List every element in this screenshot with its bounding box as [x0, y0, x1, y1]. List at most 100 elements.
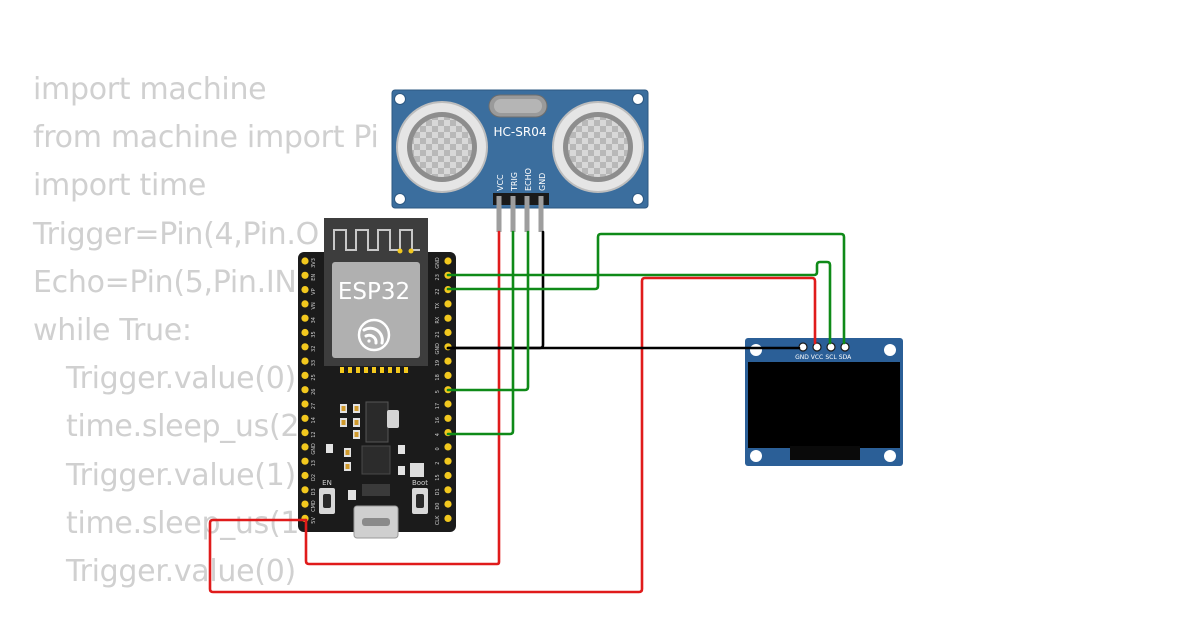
esp32-right-pin-label: 2 [435, 462, 441, 465]
esp32-left-pin [301, 457, 309, 465]
hc-sr04-sensor[interactable]: HC-SR04 VCC TRIG ECHO GND [391, 89, 649, 232]
esp32-right-pin [444, 443, 452, 451]
espressif-logo-icon [357, 318, 391, 352]
esp32-left-pin-label: 12 [311, 431, 317, 437]
wire-sda[interactable] [446, 260, 832, 345]
esp32-left-pin-label: VN [311, 302, 317, 309]
code-line: Echo=Pin(5,Pin.IN [33, 264, 297, 300]
hc-sr04-pin-echo: ECHO [524, 168, 533, 191]
en-button[interactable] [319, 488, 335, 514]
esp32-right-pin [444, 371, 452, 379]
esp32-right-pin [444, 514, 452, 523]
esp32-left-pin-label: 26 [311, 389, 317, 395]
hc-sr04-pin-trig: TRIG [510, 172, 519, 192]
esp32-label: ESP32 [338, 279, 410, 305]
esp32-left-pin [301, 414, 309, 422]
esp32-left-header: 3V3ENVPVN343532332526271412GND13D2D3CMD5… [301, 257, 317, 524]
esp32-left-pin-label: EN [311, 274, 317, 281]
esp32-left-pin [301, 443, 309, 451]
esp32-right-pin-label: CLK [435, 515, 441, 525]
wire-vcc-oled[interactable] [208, 276, 817, 594]
esp32-left-pin [301, 371, 309, 379]
esp32-left-pin-label: 25 [311, 374, 317, 380]
wire-vcc-sensor[interactable] [304, 230, 501, 566]
oled-pin-gnd: GND [795, 354, 809, 361]
oled-pin-sda: SDA [839, 354, 852, 361]
esp32-right-pin-label: 21 [435, 331, 441, 337]
code-line: Trigger.value(0) [66, 361, 296, 397]
esp32-left-pin [301, 343, 309, 351]
esp32-right-pin-label: D1 [435, 488, 441, 495]
wire-trig[interactable] [446, 230, 515, 436]
code-line: while True: [33, 312, 192, 348]
hc-sr04-pin-gnd: GND [538, 173, 547, 191]
esp32-left-pin-label: 32 [311, 346, 317, 352]
micro-usb-port [353, 505, 399, 539]
oled-screen [748, 362, 900, 448]
oled-pin-vcc: VCC [811, 354, 823, 361]
esp32-right-pin [444, 328, 452, 337]
esp32-left-pin-label: 27 [311, 403, 317, 409]
hc-sr04-pin-vcc: VCC [496, 174, 505, 191]
esp32-left-pin [301, 471, 309, 480]
esp32-right-pin-label: 0 [435, 447, 441, 450]
esp32-left-pin [301, 429, 309, 437]
esp32-left-pin [301, 357, 309, 365]
esp32-right-pin-label: GND [435, 257, 441, 269]
esp32-right-pin [444, 314, 452, 322]
code-line: import time [33, 168, 207, 204]
code-line: time.sleep_us(1 [66, 505, 300, 541]
esp32-right-pin-label: 5 [435, 390, 441, 393]
boot-button[interactable] [412, 488, 428, 514]
oled-pin-scl: SCL [825, 354, 837, 361]
wires [208, 230, 846, 594]
oled-display[interactable]: GND VCC SCL SDA [745, 338, 903, 466]
esp32-right-pin [444, 357, 452, 365]
esp32-right-pin [444, 414, 452, 422]
transducer-left [396, 101, 488, 193]
esp32-left-pin [301, 314, 309, 322]
wire-echo[interactable] [446, 230, 530, 392]
esp32-left-pin-label: 34 [311, 317, 317, 323]
code-line: time.sleep_us(2 [66, 409, 300, 445]
esp32-left-pin-label: 3V3 [311, 258, 317, 268]
esp32-right-pin-label: 4 [435, 433, 441, 436]
esp32-left-pin-label: D3 [311, 488, 317, 495]
esp32-left-pin-label: 33 [311, 360, 317, 366]
esp32-right-pin [444, 257, 452, 265]
esp32-right-pin-label: 15 [435, 474, 441, 480]
esp32-right-pin [444, 471, 452, 480]
esp32-right-pin [444, 400, 452, 408]
esp32-right-pin [444, 457, 452, 465]
hc-sr04-header [493, 193, 549, 232]
esp32-right-pin-label: RX [435, 316, 441, 323]
esp32-board[interactable]: ESP32 [298, 218, 456, 539]
transducer-right [552, 101, 644, 193]
esp32-right-pin-label: D0 [435, 503, 441, 510]
code-line: Trigger.value(1) [66, 457, 296, 493]
esp32-left-pin [301, 286, 309, 294]
wire-scl[interactable] [446, 232, 846, 345]
code-line: from machine import Pi [33, 120, 379, 156]
esp32-left-pin-label: 13 [311, 460, 317, 466]
boot-label: Boot [412, 479, 428, 487]
esp32-right-pin [444, 300, 452, 308]
esp32-left-pin-label: GND [311, 443, 317, 455]
module-pads [340, 367, 408, 373]
esp32-left-pin-label: 5V [311, 517, 317, 524]
esp32-right-pin-label: 19 [435, 360, 441, 366]
esp32-left-pin-label: 14 [311, 417, 317, 423]
smd-components [326, 401, 424, 500]
esp32-right-pin-label: GND [435, 343, 441, 355]
esp32-left-pin [301, 271, 309, 279]
hc-sr04-label: HC-SR04 [494, 125, 547, 139]
esp32-right-pin-label: 16 [435, 417, 441, 423]
esp32-right-pin [444, 486, 452, 494]
code-line: Trigger.value(0) [66, 553, 296, 589]
esp32-right-pin-label: TX [435, 302, 441, 310]
esp32-right-pin-label: 22 [435, 288, 441, 294]
esp32-left-pin [301, 300, 309, 308]
esp32-left-pin [301, 400, 309, 408]
